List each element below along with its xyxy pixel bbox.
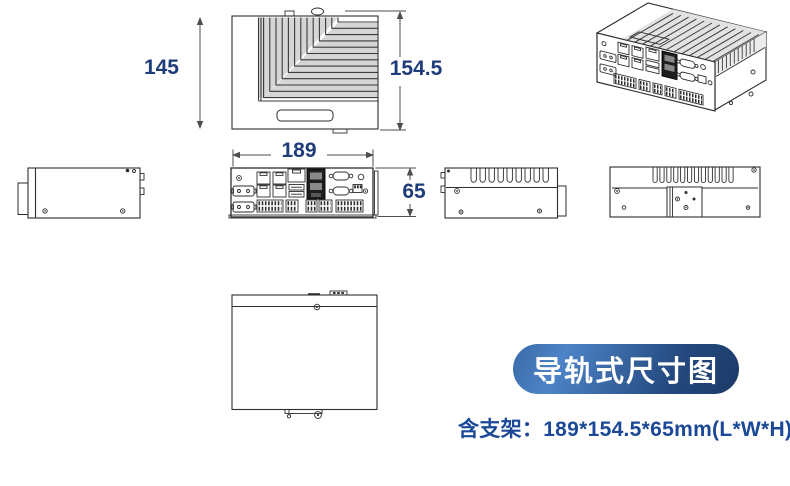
din-rail-latch [284, 409, 323, 419]
front-ports [231, 168, 369, 213]
dimension-label-154-5: 154.5 [383, 57, 449, 81]
din-rail-bracket-plate [666, 186, 703, 218]
dimension-line-154-5 [345, 10, 406, 131]
top-view-drawing [231, 7, 379, 134]
iso-front-face [596, 32, 716, 112]
bottom-view-drawing [231, 290, 378, 419]
top-heatsink-fins [257, 17, 378, 102]
iso-side-fins [715, 32, 766, 77]
overall-dimensions-text: 含支架：189*154.5*65mm(L*W*H) [458, 418, 790, 441]
dimension-line-145 [196, 17, 204, 129]
isometric-view-drawing [595, 2, 768, 112]
din-rail-dimension-badge: 导轨式尺寸图 [513, 344, 739, 394]
dimension-line-189 [232, 149, 374, 167]
dimension-label-145: 145 [143, 56, 179, 79]
left-side-view-drawing [17, 167, 145, 219]
dimension-label-189: 189 [271, 139, 327, 163]
iso-top-fins [622, 9, 766, 62]
side-fin-slots [470, 168, 549, 183]
dimension-line-65 [375, 167, 416, 217]
dimension-label-65: 65 [397, 180, 431, 204]
rear-view-drawing [609, 166, 761, 218]
front-view-drawing [228, 167, 379, 219]
badge-label: 导轨式尺寸图 [532, 356, 719, 388]
rear-fin-slots [652, 167, 734, 184]
right-side-view-drawing [440, 167, 567, 219]
